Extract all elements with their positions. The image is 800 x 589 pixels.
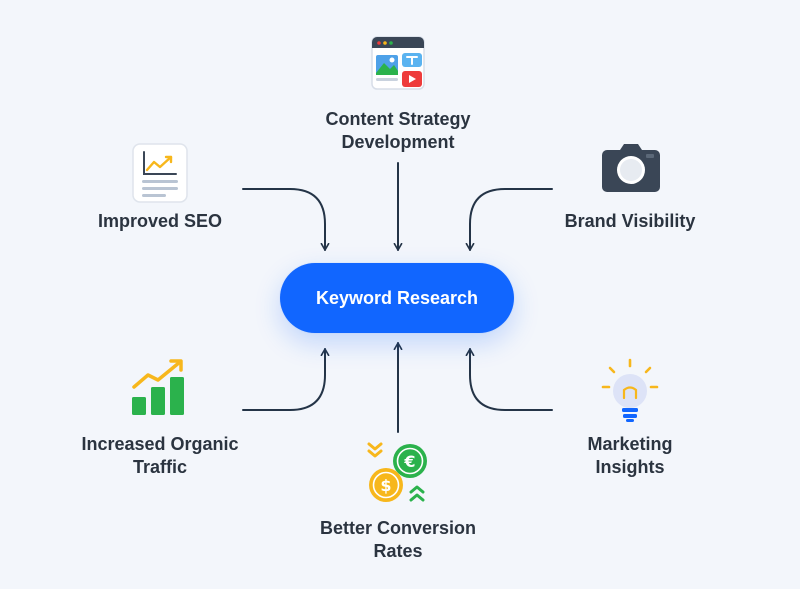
- label-conversion-rates: Better Conversion Rates: [298, 517, 498, 563]
- label-conversion-rates-line-2: Rates: [373, 541, 423, 561]
- report-chart-icon: [131, 142, 189, 204]
- label-content-strategy-line-1: Content Strategy: [325, 109, 471, 129]
- label-brand-visibility: Brand Visibility: [545, 210, 715, 233]
- label-marketing-insights-line-1: Marketing: [587, 434, 673, 454]
- label-improved-seo-line-1: Improved SEO: [97, 211, 223, 231]
- label-marketing-insights-line-2: Insights: [595, 457, 665, 477]
- center-node-keyword-research: Keyword Research: [280, 263, 514, 333]
- label-brand-visibility-line-1: Brand Visibility: [564, 211, 696, 231]
- lightbulb-icon: [599, 357, 661, 423]
- label-organic-traffic: Increased Organic Traffic: [60, 433, 260, 479]
- label-content-strategy: Content Strategy Development: [298, 108, 498, 154]
- label-content-strategy-line-2: Development: [341, 132, 455, 152]
- arrow-from-marketing-insights: [465, 348, 553, 411]
- label-improved-seo: Improved SEO: [70, 210, 250, 233]
- svg-text:€: €: [403, 452, 415, 471]
- label-organic-traffic-line-1: Increased Organic: [81, 434, 239, 454]
- growth-bars-icon: [128, 357, 190, 419]
- center-node-label: Keyword Research: [315, 287, 479, 308]
- label-marketing-insights: Marketing Insights: [550, 433, 710, 479]
- arrow-from-organic-traffic: [242, 348, 330, 411]
- arrow-from-brand-visibility: [465, 188, 553, 251]
- label-organic-traffic-line-2: Traffic: [132, 457, 188, 477]
- media-window-icon: [370, 35, 428, 95]
- svg-text:$: $: [380, 476, 391, 495]
- camera-icon: [600, 142, 662, 194]
- currency-coins-icon: € $: [360, 440, 436, 508]
- label-conversion-rates-line-1: Better Conversion: [319, 518, 477, 538]
- arrow-from-improved-seo: [242, 188, 330, 251]
